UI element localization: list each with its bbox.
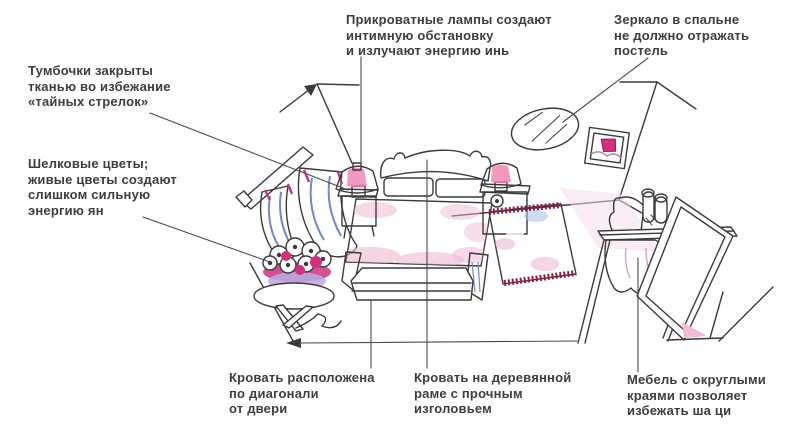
silk-flowers xyxy=(262,237,332,275)
wall-mirror xyxy=(510,107,580,151)
label-lamps: Прикроватные лампы создают интимную обст… xyxy=(346,12,552,58)
mirror-foot-patch xyxy=(682,322,707,338)
lamp-shade-right xyxy=(480,162,522,189)
table-leg-left xyxy=(577,239,611,344)
rug-fringe-bottom xyxy=(503,270,577,286)
leader-nightstands xyxy=(149,112,349,191)
cover-flap-left xyxy=(341,251,362,291)
bedspread xyxy=(345,198,493,267)
label-nightstands: Тумбочки закрыты тканью во избежание «та… xyxy=(28,63,171,109)
pillow-left xyxy=(383,177,434,197)
label-flowers: Шелковые цветы; живые цветы создают слиш… xyxy=(28,156,177,218)
bottle-round xyxy=(642,191,655,223)
bed-bench xyxy=(350,267,474,301)
bed xyxy=(341,149,493,301)
dressing-table xyxy=(577,188,774,344)
round-table xyxy=(253,282,335,310)
label-bed-frame: Кровать на деревянной раме с прочным изг… xyxy=(414,370,572,416)
room-outline xyxy=(249,81,697,348)
headboard xyxy=(379,149,492,182)
leader-lines xyxy=(142,56,649,373)
picture-frame xyxy=(583,126,631,170)
nightstand-left xyxy=(335,162,379,239)
leader-flowers xyxy=(142,216,271,263)
rug-fringe-top xyxy=(488,202,562,215)
flower-stand xyxy=(253,237,342,332)
label-mirror: Зеркало в спальне не должно отражать пос… xyxy=(614,12,750,58)
door-diagonal-arrowhead-icon xyxy=(286,338,301,348)
table-foot-curl xyxy=(295,313,342,329)
leader-mirror xyxy=(562,57,649,123)
nightstand-right xyxy=(479,162,531,235)
pillow-right xyxy=(435,178,486,198)
label-furniture: Мебель с округлыми краями позволяет избе… xyxy=(627,372,766,418)
label-bed-diagonal: Кровать расположена по диагонали от двер… xyxy=(229,370,375,416)
rug xyxy=(488,202,577,286)
mirror-support xyxy=(718,286,774,342)
bottle-round-2 xyxy=(654,196,668,224)
stool-cloth xyxy=(608,196,645,241)
lamp-shade-left xyxy=(335,165,379,194)
door-diagonal-arrow xyxy=(297,340,578,344)
corner-arrowhead-icon xyxy=(304,84,317,96)
